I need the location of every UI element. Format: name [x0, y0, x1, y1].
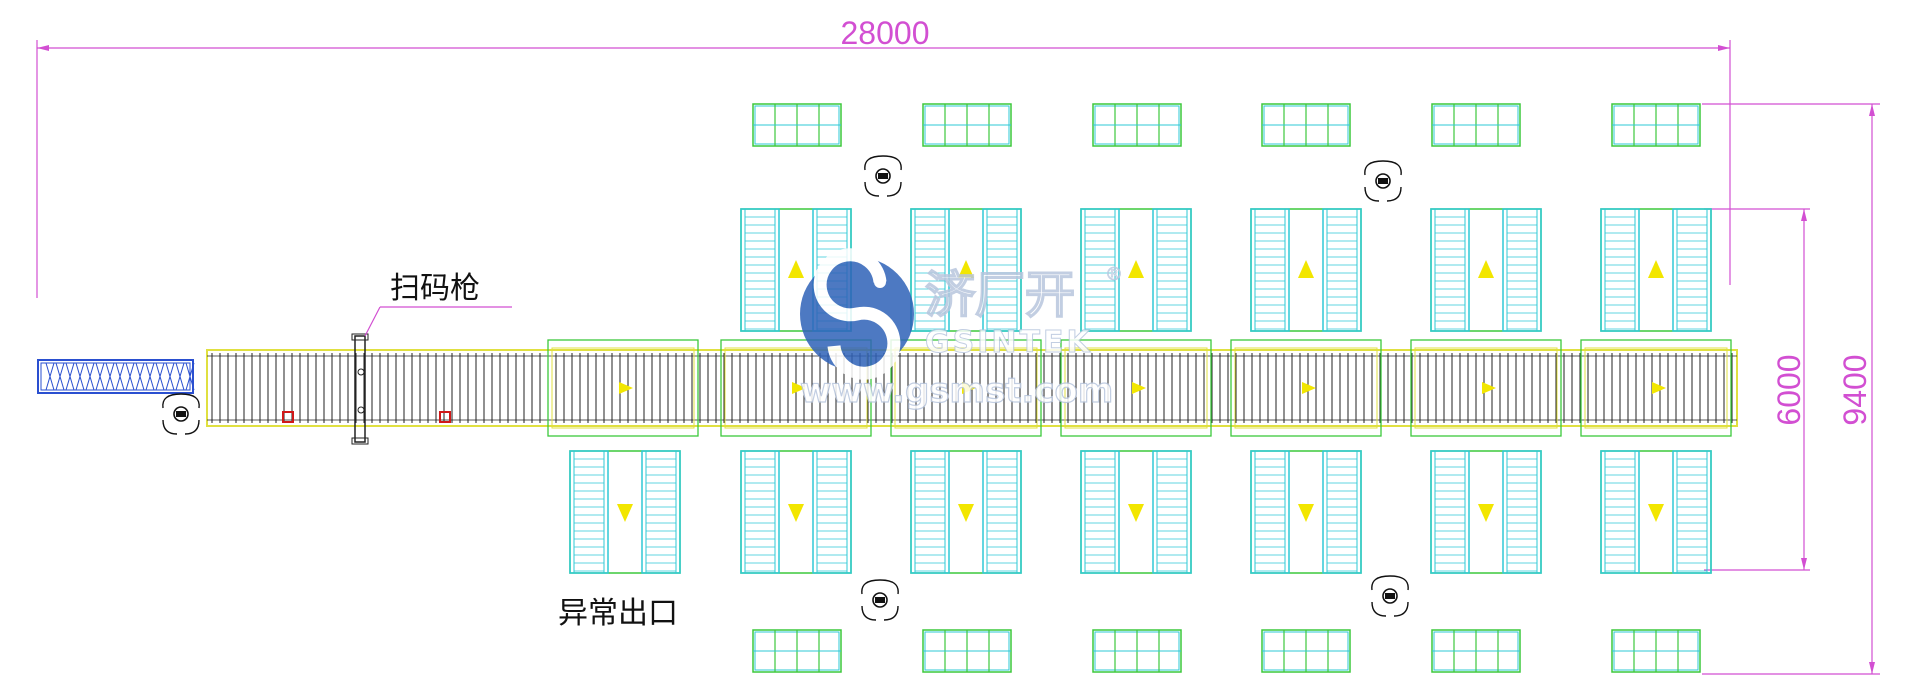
upper-rack-arrow-icon [1128, 260, 1144, 278]
lower-rack-row [569, 450, 1712, 574]
main-conveyor [206, 339, 1738, 437]
robot-symbols [162, 155, 1409, 621]
lower-rack-6 [1430, 450, 1542, 574]
top-pallet-3 [1092, 103, 1182, 147]
lower-rack-arrow-icon [788, 504, 804, 522]
top-pallet-6 [1611, 103, 1701, 147]
watermark: 济厂开 ® GSINTEK www.gsmst.com [799, 248, 1123, 412]
lower-rack-arrow-icon [958, 504, 974, 522]
upper-rack-arrow-icon [1478, 260, 1494, 278]
upper-rack-6 [1600, 208, 1712, 332]
lower-rack-arrow-icon [617, 504, 633, 522]
upper-rack-4 [1250, 208, 1362, 332]
upper-rack-arrow-icon [958, 260, 974, 278]
lower-rack-arrow-icon [1128, 504, 1144, 522]
top-pallet-row [752, 103, 1701, 147]
transfer-module-5 [1230, 339, 1382, 437]
bottom-pallet-row [752, 629, 1701, 673]
dimension-total-length: 28000 [36, 15, 1731, 298]
lower-rack-arrow-icon [1648, 504, 1664, 522]
upper-rack-arrow-icon [1298, 260, 1314, 278]
watermark-url: www.gsmst.com [800, 371, 1113, 411]
robot-icon [1371, 575, 1409, 617]
dimension-outer-width: 9400 [1702, 103, 1880, 675]
lower-rack-arrow-icon [1298, 504, 1314, 522]
top-pallet-5 [1431, 103, 1521, 147]
bottom-pallet-2 [922, 629, 1012, 673]
robot-icon [162, 393, 200, 435]
lower-rack-1 [569, 450, 681, 574]
bottom-pallet-5 [1431, 629, 1521, 673]
transfer-modules [547, 339, 1732, 437]
lower-rack-arrow-icon [1478, 504, 1494, 522]
upper-rack-arrow-icon [788, 260, 804, 278]
transfer-module-3 [890, 339, 1042, 437]
transfer-module-7 [1580, 339, 1732, 437]
scanner-label: 扫码枪 [390, 271, 480, 306]
scanner-station: 扫码枪 [351, 271, 512, 445]
robot-icon [864, 155, 902, 197]
robot-icon [1364, 160, 1402, 202]
transfer-module-1 [547, 339, 699, 437]
upper-rack-2 [910, 208, 1022, 332]
bottom-pallet-6 [1611, 629, 1701, 673]
bottom-pallet-3 [1092, 629, 1182, 673]
infeed-conveyor [37, 359, 195, 394]
top-pallet-1 [752, 103, 842, 147]
top-pallet-4 [1261, 103, 1351, 147]
dimension-total-label: 28000 [841, 15, 930, 51]
lower-rack-5 [1250, 450, 1362, 574]
transfer-module-6 [1410, 339, 1562, 437]
watermark-brand-cn: 济厂开 [925, 266, 1075, 324]
lower-rack-7 [1600, 450, 1712, 574]
transfer-module-4 [1060, 339, 1212, 437]
lower-rack-3 [910, 450, 1022, 574]
bottom-pallet-1 [752, 629, 842, 673]
dimension-outer-label: 9400 [1837, 354, 1873, 425]
dimension-inner-width: 6000 [1704, 208, 1810, 571]
watermark-brand-en: GSINTEK [925, 325, 1093, 360]
red-markers [282, 411, 451, 423]
robot-icon [861, 579, 899, 621]
bottom-pallet-4 [1261, 629, 1351, 673]
exception-exit-label: 异常出口 [558, 596, 678, 631]
transfer-module-2 [720, 339, 872, 437]
upper-rack-3 [1080, 208, 1192, 332]
dimension-inner-label: 6000 [1771, 354, 1807, 425]
lower-rack-4 [1080, 450, 1192, 574]
top-pallet-2 [922, 103, 1012, 147]
watermark-registered: ® [1105, 264, 1123, 285]
lower-rack-2 [740, 450, 852, 574]
upper-rack-5 [1430, 208, 1542, 332]
upper-rack-arrow-icon [1648, 260, 1664, 278]
